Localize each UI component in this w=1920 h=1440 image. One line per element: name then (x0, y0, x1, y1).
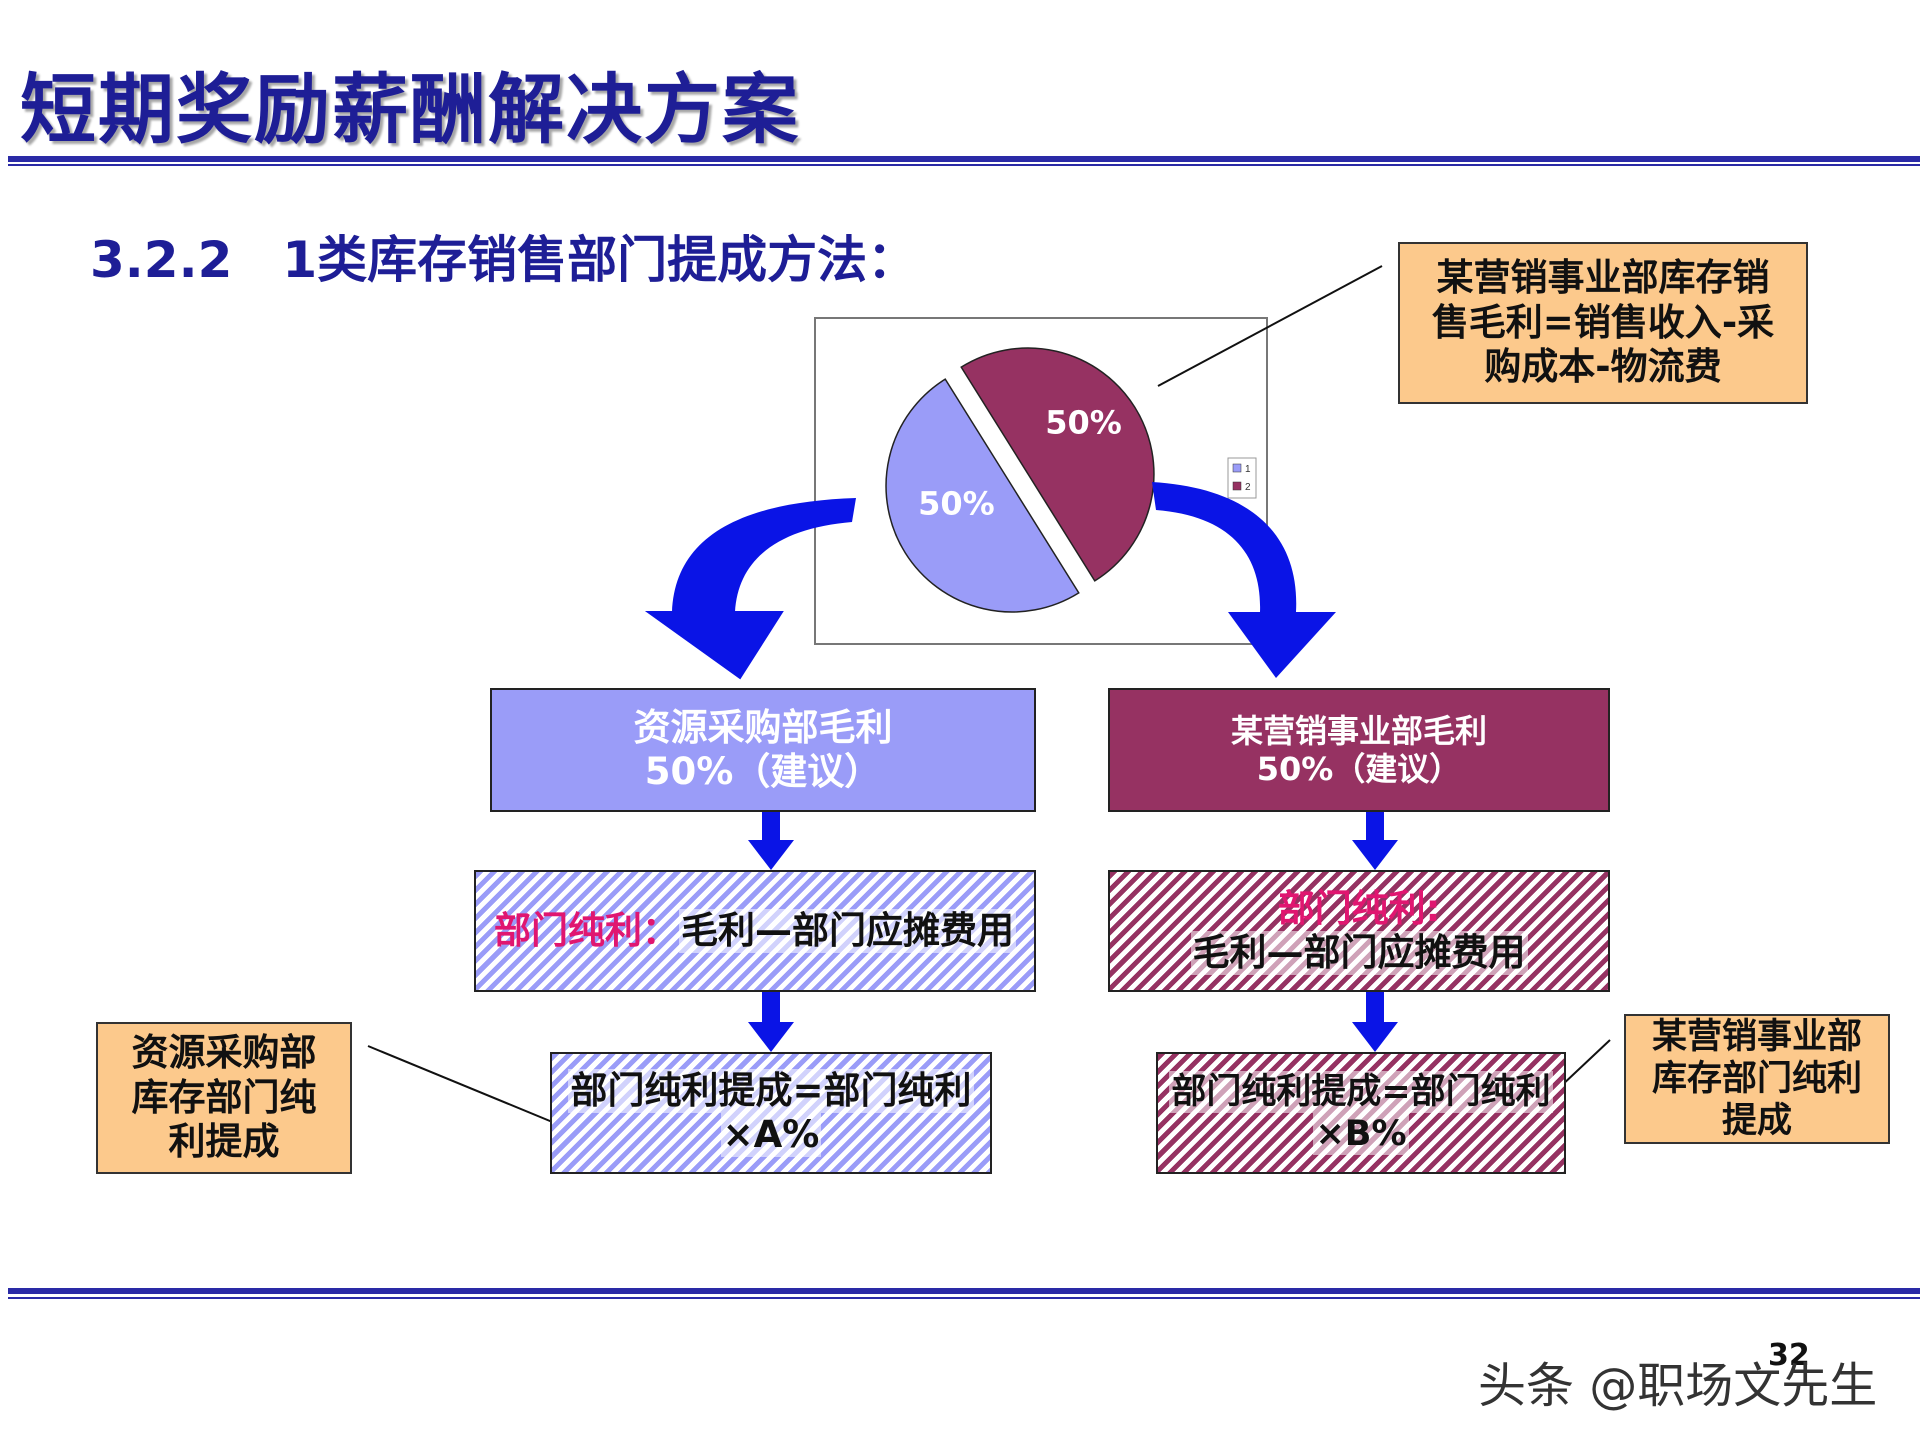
pie-slice-2 (960, 347, 1155, 582)
callout-bottom-right-line-2: 库存部门纯利 (1651, 1059, 1862, 1099)
section-subtitle: 3.2.2 1类库存销售部门提成方法： (90, 220, 917, 292)
callout-bottom-right-line-3: 提成 (1721, 1101, 1792, 1141)
marketing-net-profit-box: 部门纯利: 毛利—部门应摊费用 (1108, 870, 1610, 992)
section-heading: 1类库存销售部门提成方法： (282, 231, 918, 289)
purchasing-net-profit-box: 部门纯利： 毛利—部门应摊费用 (474, 870, 1036, 992)
marketing-commission-rate: ×B% (1313, 1113, 1409, 1155)
marketing-net-profit-label: 部门纯利: (1277, 886, 1441, 930)
curved-arrow-right (1152, 482, 1336, 678)
pie-label-1: 50% (918, 485, 995, 523)
down-arrow-left-2 (748, 992, 794, 1052)
top-divider-thin (8, 164, 1920, 166)
callout-top-right-line-1: 某营销事业部库存销 (1436, 256, 1770, 300)
page-title: 短期奖励薪酬解决方案 (20, 65, 800, 154)
curved-arrow-left (644, 498, 856, 680)
page-number: 32 (1768, 1338, 1810, 1373)
callout-bottom-right-line-1: 某营销事业部 (1651, 1017, 1862, 1057)
purchasing-commission-box: 部门纯利提成=部门纯利 ×A% (550, 1052, 992, 1174)
purchasing-margin-title: 资源采购部毛利 (633, 705, 893, 749)
legend-label-2: 2 (1245, 482, 1251, 493)
down-arrow-right-2 (1352, 992, 1398, 1052)
legend-swatch-2 (1232, 481, 1242, 491)
top-divider (8, 156, 1920, 162)
down-arrow-right-1 (1352, 810, 1398, 870)
purchasing-commission-formula: 部门纯利提成=部门纯利 (568, 1068, 974, 1113)
marketing-net-profit-formula: 毛利—部门应摊费用 (1190, 931, 1528, 976)
purchasing-margin-share: 50%（建议） (644, 750, 882, 793)
callout-top-right-line-2: 售毛利=销售收入-采 (1431, 300, 1775, 344)
marketing-margin-share: 50%（建议） (1256, 750, 1462, 788)
bottom-divider (8, 1288, 1920, 1294)
callout-bottom-left-line-1: 资源采购部 (131, 1031, 317, 1075)
callout-bottom-left: 资源采购部 库存部门纯 利提成 (96, 1022, 352, 1174)
purchasing-net-profit-formula: 毛利—部门应摊费用 (679, 908, 1016, 954)
callout-bottom-right: 某营销事业部 库存部门纯利 提成 (1624, 1014, 1890, 1144)
pie-slice-1 (885, 378, 1080, 613)
marketing-commission-box: 部门纯利提成=部门纯利 ×B% (1156, 1052, 1566, 1174)
section-number: 3.2.2 (90, 231, 233, 289)
purchasing-net-profit-label: 部门纯利： (494, 908, 679, 952)
chart-legend: 1 2 (1227, 457, 1257, 499)
marketing-margin-title: 某营销事业部毛利 (1230, 711, 1487, 750)
pie-chart: 50% 50% (885, 347, 1155, 613)
watermark: 头条 @职场文先生 (1478, 1358, 1878, 1414)
callout-top-right-line-3: 购成本-物流费 (1484, 345, 1722, 389)
bottom-divider-thin (8, 1297, 1920, 1299)
callout-top-right: 某营销事业部库存销 售毛利=销售收入-采 购成本-物流费 (1398, 242, 1808, 404)
legend-swatch-1 (1232, 463, 1242, 473)
legend-label-1: 1 (1245, 464, 1251, 475)
callout-bottom-left-line-3: 利提成 (168, 1120, 280, 1164)
down-arrow-left-1 (748, 810, 794, 870)
marketing-margin-box: 某营销事业部毛利 50%（建议） (1108, 688, 1610, 812)
leader-line-top (1157, 265, 1383, 387)
callout-bottom-left-line-2: 库存部门纯 (131, 1075, 317, 1119)
legend-box (1227, 457, 1257, 499)
pie-label-2: 50% (1045, 403, 1122, 441)
purchasing-commission-rate: ×A% (720, 1113, 822, 1158)
purchasing-margin-box: 资源采购部毛利 50%（建议） (490, 688, 1036, 812)
marketing-commission-formula: 部门纯利提成=部门纯利 (1169, 1071, 1553, 1113)
